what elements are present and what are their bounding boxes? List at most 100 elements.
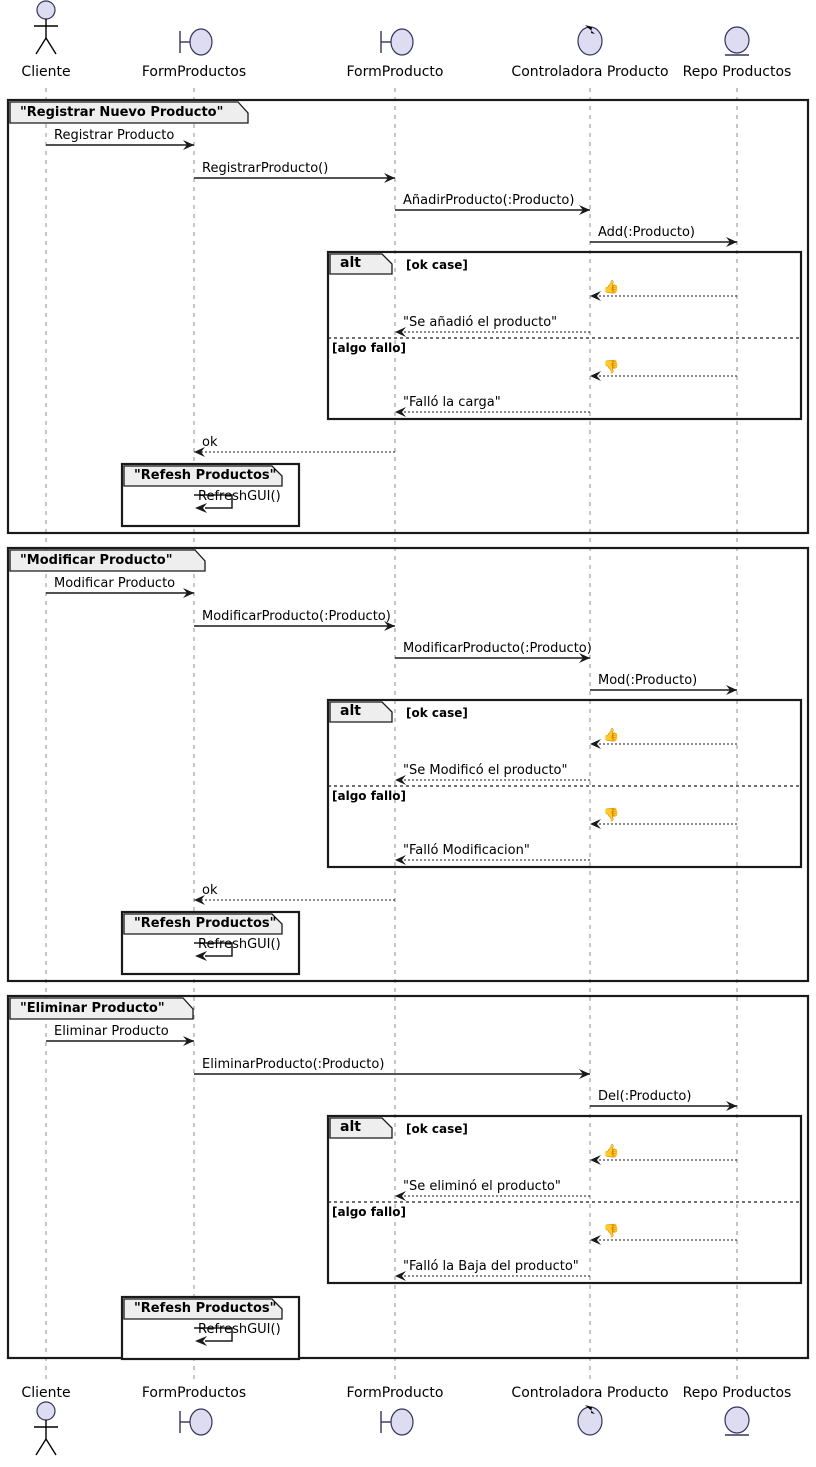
- message-m3[interactable]: AñadirProducto(:Producto): [395, 193, 590, 215]
- message-label-m5: Modificar Producto: [54, 576, 175, 591]
- alt-modificar-guard-0: [ok case]: [406, 706, 468, 720]
- message-label-m12: EliminarProducto(:Producto): [202, 1057, 384, 1072]
- message-arrowhead-m8: [726, 685, 737, 695]
- message-label-m11: Eliminar Producto: [54, 1024, 169, 1039]
- message-label-b2: "Se Modificó el producto": [403, 763, 568, 778]
- message-m1[interactable]: Registrar Producto: [46, 128, 194, 150]
- participant-repo[interactable]: Repo Productos: [683, 26, 792, 80]
- message-c3[interactable]: 👎: [590, 1223, 737, 1245]
- alt-eliminar-guard-0: [ok case]: [406, 1122, 468, 1136]
- control-icon-arrow: [585, 25, 595, 34]
- message-arrowhead-a3: [590, 371, 601, 381]
- entity-icon: [724, 1406, 750, 1434]
- message-m5[interactable]: Modificar Producto: [46, 576, 194, 598]
- message-label-m4: Add(:Producto): [598, 225, 695, 240]
- message-b2[interactable]: "Se Modificó el producto": [395, 763, 590, 785]
- self-message-s3[interactable]: RefreshGUI(): [194, 1322, 281, 1346]
- actor-icon: [36, 1401, 56, 1421]
- message-c1[interactable]: 👍: [590, 1143, 737, 1165]
- message-m4[interactable]: Add(:Producto): [590, 225, 737, 247]
- message-m10[interactable]: ok: [194, 883, 395, 905]
- alt-registrar-border: [326, 250, 803, 421]
- participant-footer-repo[interactable]: Repo Productos: [683, 1385, 792, 1436]
- self-message-arrowhead-s2: [195, 951, 207, 961]
- participant-footer-formproductos[interactable]: FormProductos: [142, 1385, 246, 1436]
- participant-footer-cliente[interactable]: Cliente: [21, 1385, 71, 1456]
- message-m9[interactable]: ok: [194, 435, 395, 457]
- message-arrowhead-b3: [590, 819, 601, 829]
- message-m7[interactable]: ModificarProducto(:Producto): [395, 641, 592, 663]
- self-message-s1[interactable]: RefreshGUI(): [194, 489, 281, 513]
- frames-layer: "Registrar Nuevo Producto"alt[ok case][a…: [6, 98, 810, 1361]
- frame-modificar-header-label: "Modificar Producto": [20, 553, 173, 568]
- message-m2[interactable]: RegistrarProducto(): [194, 161, 395, 183]
- message-label-m9: ok: [202, 435, 218, 450]
- message-arrowhead-c1: [590, 1155, 601, 1165]
- actor-icon-leg-right: [45, 37, 57, 55]
- message-m8[interactable]: Mod(:Producto): [590, 673, 737, 695]
- participant-formproducto[interactable]: FormProducto: [347, 28, 444, 80]
- message-m12[interactable]: EliminarProducto(:Producto): [194, 1057, 590, 1079]
- message-arrowhead-m5: [183, 588, 194, 598]
- lifelines-layer: [45, 88, 738, 1382]
- actor-icon-leg-right: [45, 1438, 57, 1456]
- participant-footer-label-repo: Repo Productos: [683, 1385, 792, 1401]
- participant-footer-label-formproductos: FormProductos: [142, 1385, 246, 1401]
- message-b3[interactable]: 👎: [590, 807, 737, 829]
- frame-modificar-header-tab: [9, 549, 206, 572]
- message-arrowhead-m6: [384, 621, 395, 631]
- frame-eliminar-border: [6, 994, 810, 1360]
- frame-registrar-header-tab: [9, 101, 249, 124]
- actor-icon-leg-left: [35, 37, 47, 55]
- message-label-m6: ModificarProducto(:Producto): [202, 609, 391, 624]
- message-arrowhead-m12: [579, 1069, 590, 1079]
- message-label-m10: ok: [202, 883, 218, 898]
- alt-registrar: alt[ok case][algo fallo]: [326, 250, 803, 421]
- message-arrowhead-c2: [395, 1191, 406, 1201]
- message-arrowhead-b2: [395, 775, 406, 785]
- group-refesh-2-header-tab: [123, 913, 283, 935]
- participant-cliente[interactable]: Cliente: [21, 0, 71, 80]
- alt-eliminar-keyword-label: alt: [340, 1119, 361, 1135]
- message-label-m13: Del(:Producto): [598, 1089, 691, 1104]
- participant-footer-formproducto[interactable]: FormProducto: [347, 1385, 444, 1436]
- self-message-line-s1: [194, 494, 233, 509]
- message-m11[interactable]: Eliminar Producto: [46, 1024, 194, 1046]
- message-a1[interactable]: 👍: [590, 279, 737, 301]
- alt-modificar-guard-1: [algo fallo]: [332, 789, 406, 803]
- participant-footer-label-cliente: Cliente: [21, 1385, 70, 1401]
- alt-eliminar-guard-1: [algo fallo]: [332, 1205, 406, 1219]
- message-arrowhead-m10: [194, 895, 205, 905]
- alt-eliminar-border: [326, 1114, 803, 1285]
- participant-formproductos[interactable]: FormProductos: [142, 28, 246, 80]
- message-c4[interactable]: "Falló la Baja del producto": [395, 1259, 590, 1281]
- participant-label-controladora: Controladora Producto: [511, 64, 668, 80]
- message-b1[interactable]: 👍: [590, 727, 737, 749]
- participant-footer-controladora[interactable]: Controladora Producto: [511, 1385, 669, 1436]
- alt-modificar-border: [326, 698, 803, 869]
- boundary-icon: [189, 28, 213, 56]
- message-a2[interactable]: "Se añadió el producto": [395, 315, 590, 337]
- message-m6[interactable]: ModificarProducto(:Producto): [194, 609, 395, 631]
- frame-eliminar-header-tab: [9, 997, 194, 1020]
- participant-controladora[interactable]: Controladora Producto: [511, 25, 669, 80]
- message-arrowhead-m2: [384, 173, 395, 183]
- group-refesh-2-header-label: "Refesh Productos": [134, 916, 276, 931]
- self-message-s2[interactable]: RefreshGUI(): [194, 937, 281, 961]
- message-label-c4: "Falló la Baja del producto": [403, 1259, 579, 1274]
- message-b4[interactable]: "Falló Modificacion": [395, 843, 590, 865]
- self-message-line-s3: [194, 1327, 233, 1342]
- message-m13[interactable]: Del(:Producto): [590, 1089, 737, 1111]
- message-a4[interactable]: "Falló la carga": [395, 395, 590, 417]
- thumbs-up-icon: 👍: [603, 279, 619, 295]
- thumbs-down-icon: 👎: [603, 807, 619, 823]
- message-arrowhead-m9: [194, 447, 205, 457]
- group-refesh-3-header-tab: [123, 1298, 283, 1320]
- message-arrowhead-m11: [183, 1036, 194, 1046]
- self-message-line-s2: [194, 942, 233, 957]
- message-a3[interactable]: 👎: [590, 359, 737, 381]
- actor-icon: [36, 0, 56, 20]
- group-refesh-2: "Refesh Productos": [120, 910, 301, 976]
- message-c2[interactable]: "Se eliminó el producto": [395, 1179, 590, 1201]
